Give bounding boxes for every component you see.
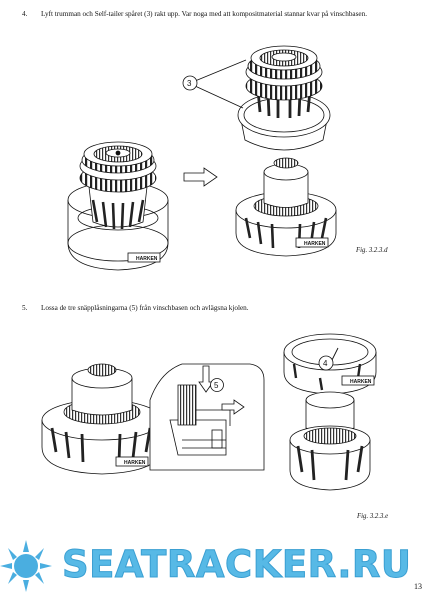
page-number: 13 bbox=[414, 582, 422, 591]
step-4-text: Lyft trumman och Self-tailer spåret (3) … bbox=[41, 10, 368, 18]
callout-5-label: 5 bbox=[214, 381, 219, 390]
base-logo-skirt-removed: HARKEN bbox=[350, 379, 372, 385]
snap-lock-detail bbox=[149, 363, 265, 471]
callout-5-circle bbox=[210, 378, 224, 392]
drum-lifted bbox=[237, 45, 331, 151]
step-5-number: 5. bbox=[22, 304, 28, 312]
callout-3-circle bbox=[182, 75, 198, 91]
base-logo-skirt: HARKEN bbox=[124, 460, 146, 466]
base-logo-left: HARKEN bbox=[136, 256, 158, 262]
sun-logo-icon bbox=[0, 540, 52, 592]
callout-4-circle bbox=[318, 355, 334, 371]
figure-caption-2: Fig. 3.2.3.e bbox=[357, 513, 389, 520]
arrow-down-icon bbox=[198, 365, 214, 393]
winch-base-inverted bbox=[289, 391, 371, 491]
winch-base-spindle bbox=[235, 157, 337, 257]
step-5-text: Lossa de tre snäpplåsningarna (5) från v… bbox=[41, 304, 249, 312]
callout-4-label: 4 bbox=[323, 359, 328, 368]
step-4-number: 4. bbox=[22, 10, 28, 18]
arrow-right-small-icon bbox=[221, 399, 245, 415]
base-logo-right: HARKEN bbox=[304, 241, 326, 247]
callout-3-label: 3 bbox=[187, 79, 192, 88]
winch-skirt-left bbox=[41, 363, 163, 475]
winch-assembled bbox=[67, 141, 169, 271]
skirt-removed bbox=[283, 333, 377, 395]
watermark-text: SEATRACKER.RU bbox=[61, 543, 412, 587]
arrow-right-icon bbox=[183, 167, 218, 187]
figure-caption-1: Fig. 3.2.3.d bbox=[356, 247, 388, 254]
